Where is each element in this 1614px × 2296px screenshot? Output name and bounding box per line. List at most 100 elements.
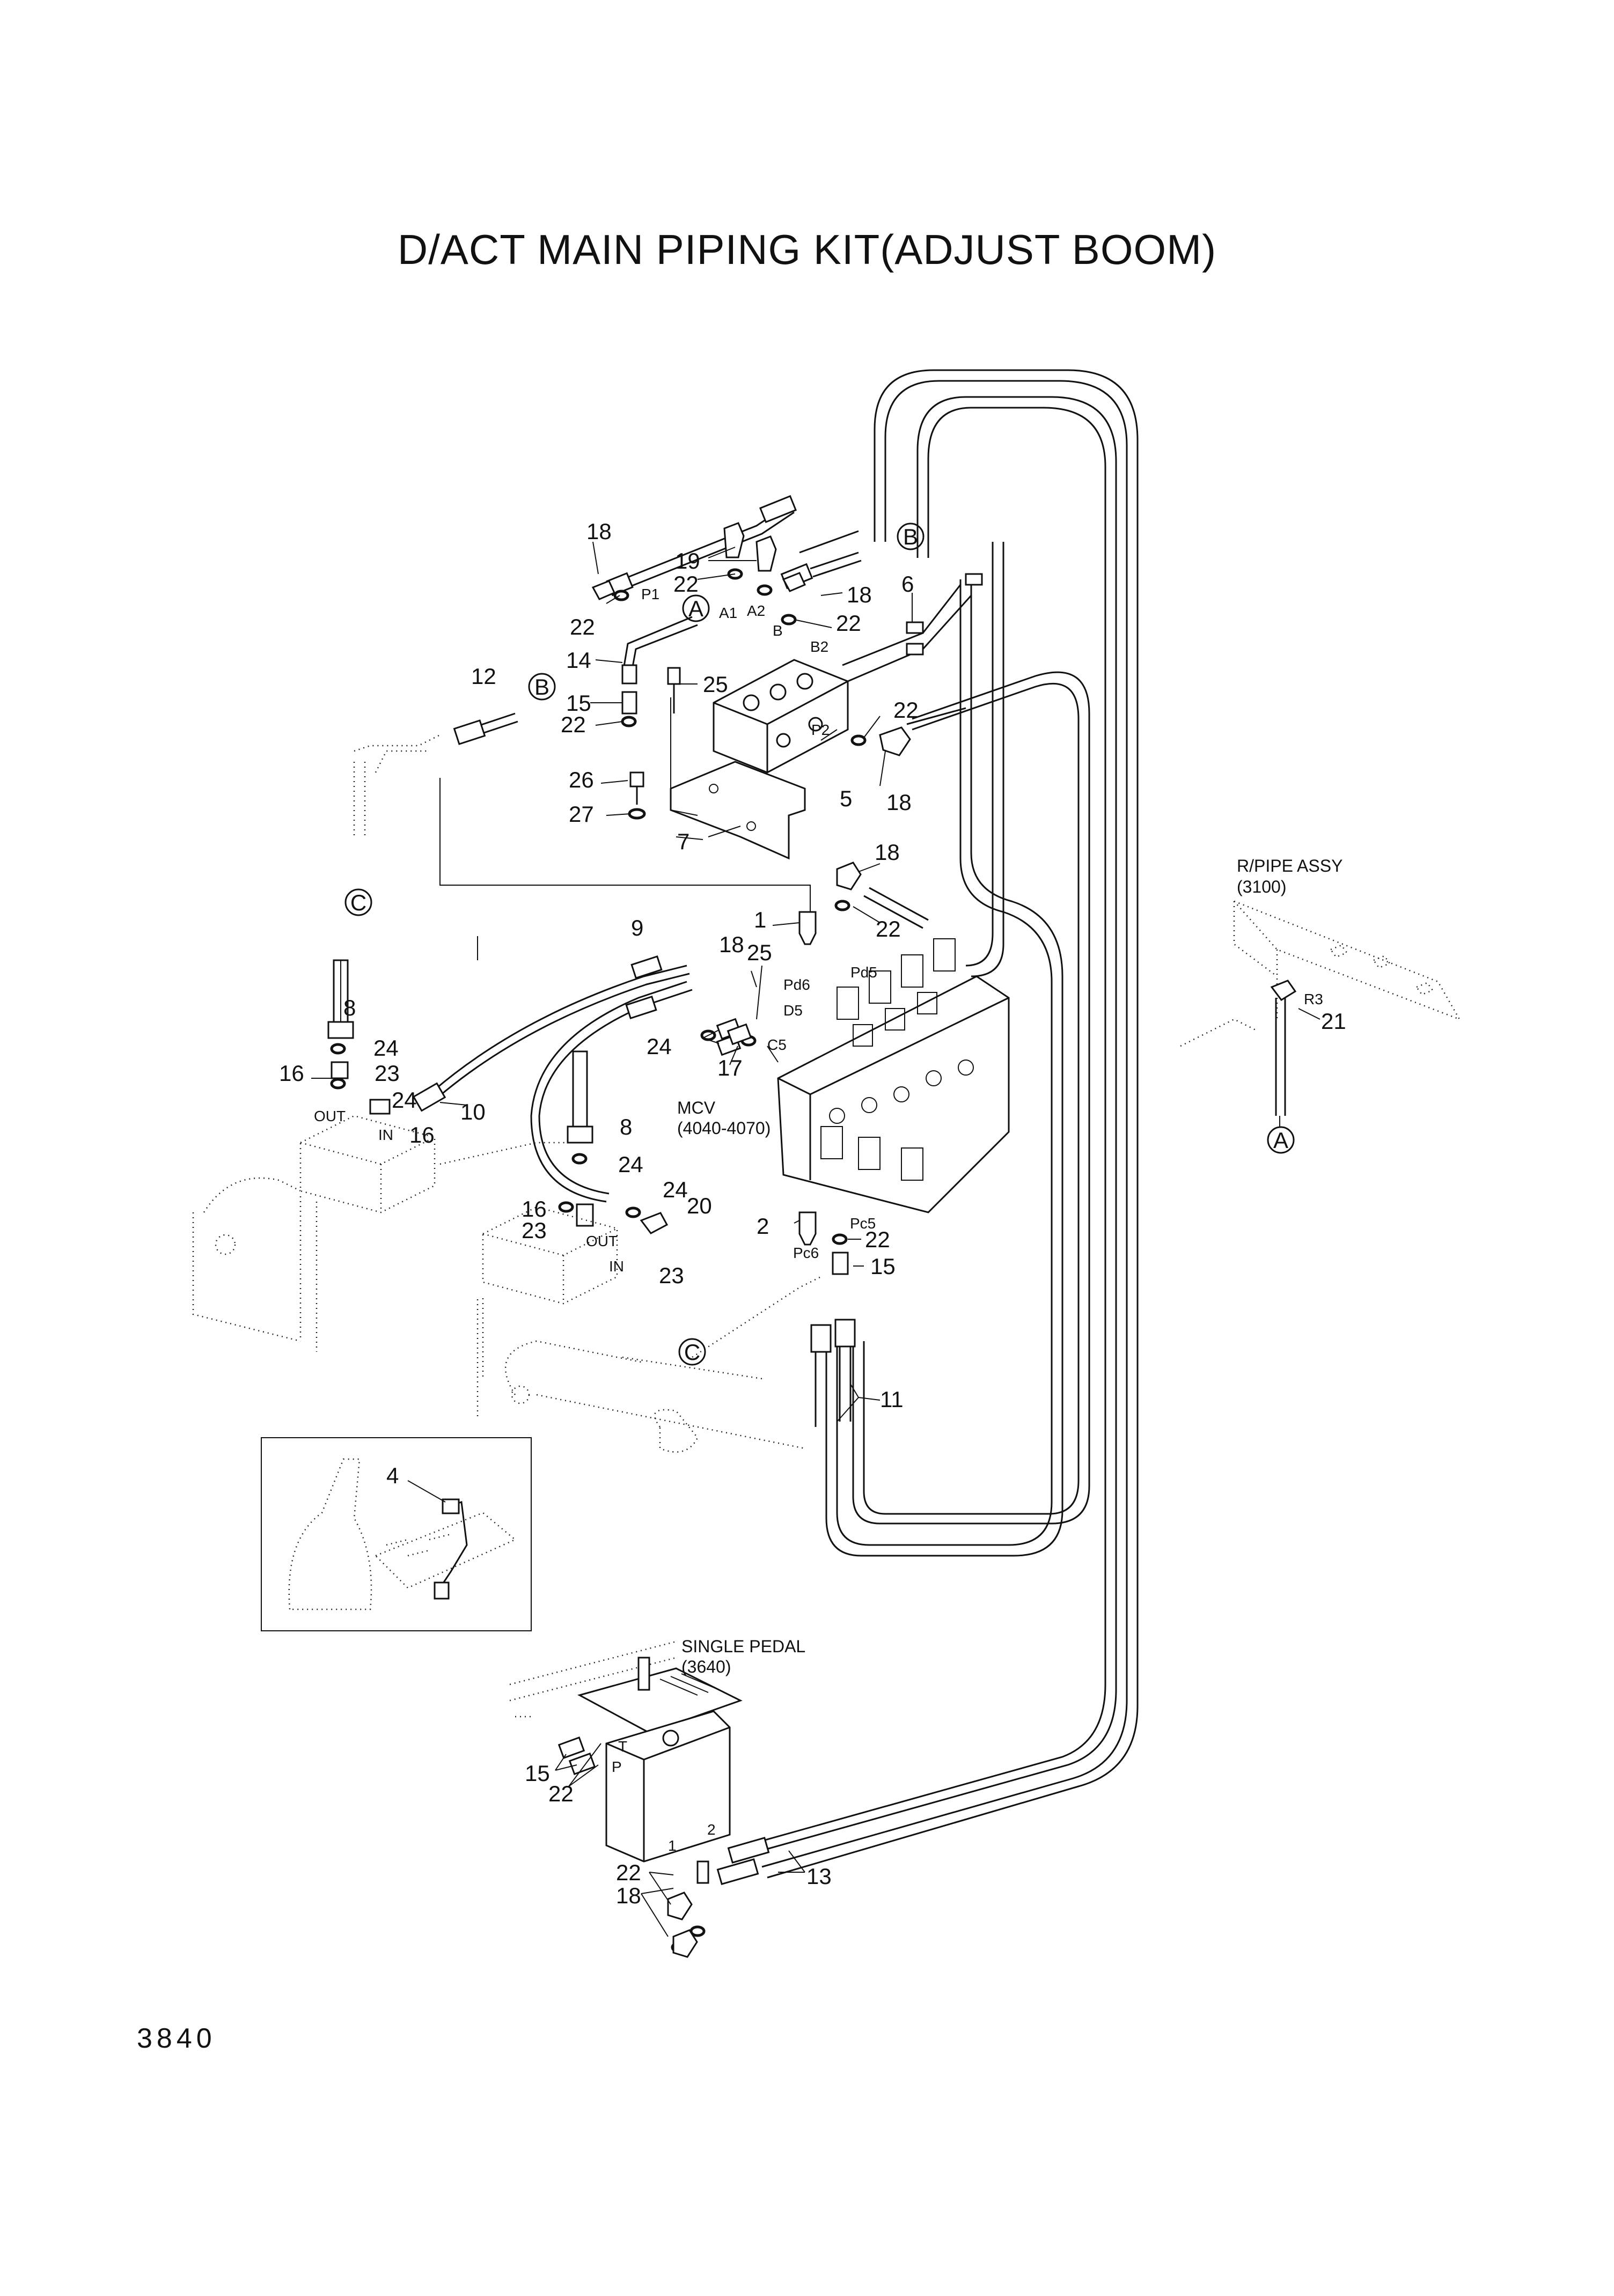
part-25-a: 25 xyxy=(703,672,728,697)
port-p2: P2 xyxy=(811,722,830,738)
part-24-b: 24 xyxy=(373,1035,399,1061)
port-p-pedal: P xyxy=(612,1758,622,1775)
port-2-pedal: 2 xyxy=(707,1821,716,1838)
svg-text:A: A xyxy=(1273,1128,1288,1153)
port-in-left: IN xyxy=(378,1127,393,1143)
part-22-h: 22 xyxy=(548,1781,574,1806)
port-d5: D5 xyxy=(783,1002,803,1019)
part-12: 12 xyxy=(471,664,496,689)
part-22-c: 22 xyxy=(836,610,861,636)
part-22-a: 22 xyxy=(673,571,699,597)
part-1: 1 xyxy=(754,907,766,932)
part-24-e: 24 xyxy=(663,1177,688,1202)
part-16-a: 16 xyxy=(279,1061,304,1086)
port-1-pedal: 1 xyxy=(668,1837,677,1854)
part-21: 21 xyxy=(1321,1009,1346,1034)
main-control-valve xyxy=(777,911,1010,1427)
part-23-b: 23 xyxy=(522,1218,547,1243)
callout-c-left: C xyxy=(344,888,372,916)
single-pedal xyxy=(509,1640,770,1958)
part-18-a: 18 xyxy=(586,519,612,544)
single-pedal-ref: (3640) xyxy=(681,1657,731,1676)
part-18-b: 18 xyxy=(847,582,872,607)
part-6: 6 xyxy=(901,571,914,597)
port-pd5: Pd5 xyxy=(850,964,877,981)
port-a2: A2 xyxy=(747,602,765,619)
callout-circles: A B B C C A xyxy=(344,523,1295,1366)
callout-a-right: A xyxy=(1267,1126,1295,1154)
part-4: 4 xyxy=(386,1463,399,1488)
part-25-b: 25 xyxy=(747,940,772,965)
part-16-b: 16 xyxy=(409,1122,435,1147)
part-27: 27 xyxy=(569,801,594,827)
port-out-left: OUT xyxy=(314,1108,346,1124)
port-labels: P1 A1 A2 B B2 P2 Pd6 Pd5 D5 C5 Pc5 Pc6 R… xyxy=(314,586,1323,1854)
leader-lines xyxy=(311,541,1320,1937)
part-17: 17 xyxy=(717,1055,743,1080)
port-r3: R3 xyxy=(1304,991,1323,1007)
svg-text:A: A xyxy=(688,596,703,621)
part-22-b: 22 xyxy=(570,614,595,639)
page-number: 3840 xyxy=(137,2023,216,2054)
port-b2: B2 xyxy=(810,638,828,655)
assembly-captions: R/PIPE ASSY (3100) MCV (4040-4070) SINGL… xyxy=(677,856,1342,1676)
port-t-pedal: T xyxy=(618,1738,627,1755)
part-13: 13 xyxy=(806,1864,832,1889)
port-b: B xyxy=(773,622,783,639)
seal-rings xyxy=(330,568,867,1953)
part-22-f: 22 xyxy=(876,916,901,941)
part-5: 5 xyxy=(840,786,852,811)
diagram-title: D/ACT MAIN PIPING KIT(ADJUST BOOM) xyxy=(397,226,1217,273)
part-9: 9 xyxy=(631,915,643,940)
upper-hoses xyxy=(453,495,966,929)
part-15-c: 15 xyxy=(525,1761,550,1786)
part-14: 14 xyxy=(566,647,591,673)
part-23-a: 23 xyxy=(375,1061,400,1086)
part-10: 10 xyxy=(460,1099,486,1124)
single-pedal-label: SINGLE PEDAL xyxy=(681,1637,805,1656)
part-7: 7 xyxy=(677,829,689,854)
port-a1: A1 xyxy=(719,605,737,621)
r-pipe-assy-ref: (3100) xyxy=(1237,877,1287,896)
part-18-f: 18 xyxy=(616,1883,641,1908)
port-pc5: Pc5 xyxy=(850,1215,876,1232)
part-24-d: 24 xyxy=(618,1152,643,1177)
port-c5: C5 xyxy=(767,1036,787,1053)
part-15-b: 15 xyxy=(870,1254,896,1279)
joystick-hoses xyxy=(327,955,752,1234)
port-pd6: Pd6 xyxy=(783,976,810,993)
part-22-g: 22 xyxy=(865,1227,890,1252)
port-out-mid: OUT xyxy=(586,1233,618,1249)
part-numbers: 18 19 22 22 18 6 22 14 12 15 25 22 22 26… xyxy=(279,519,1346,1908)
part-15-a: 15 xyxy=(566,690,591,716)
control-boxes xyxy=(192,734,1461,1453)
part-20: 20 xyxy=(687,1193,712,1218)
part-24-a: 24 xyxy=(647,1034,672,1059)
part-18-c: 18 xyxy=(886,790,912,815)
part-24-c: 24 xyxy=(392,1087,417,1113)
part-8-a: 8 xyxy=(343,995,356,1020)
part-8-b: 8 xyxy=(620,1114,632,1139)
callout-b-top: B xyxy=(897,523,925,550)
port-in-mid: IN xyxy=(609,1258,624,1275)
svg-text:B: B xyxy=(903,524,918,549)
part-18-e: 18 xyxy=(719,932,744,957)
callout-a-top: A xyxy=(682,594,710,622)
pilot-valve-block xyxy=(628,573,983,860)
svg-text:B: B xyxy=(534,674,549,700)
port-pc6: Pc6 xyxy=(793,1245,819,1261)
part-2: 2 xyxy=(757,1213,769,1239)
pipe-bundle xyxy=(745,369,1139,1879)
svg-text:C: C xyxy=(684,1340,700,1365)
part-26: 26 xyxy=(569,767,594,792)
mcv-label: MCV xyxy=(677,1098,716,1117)
part-19: 19 xyxy=(675,548,700,573)
part-22-d: 22 xyxy=(561,712,586,737)
part-18-d: 18 xyxy=(875,840,900,865)
part-11: 11 xyxy=(880,1387,904,1412)
callout-b-left: B xyxy=(528,673,556,701)
part-22-i: 22 xyxy=(616,1860,641,1885)
part-22-e: 22 xyxy=(893,697,919,723)
